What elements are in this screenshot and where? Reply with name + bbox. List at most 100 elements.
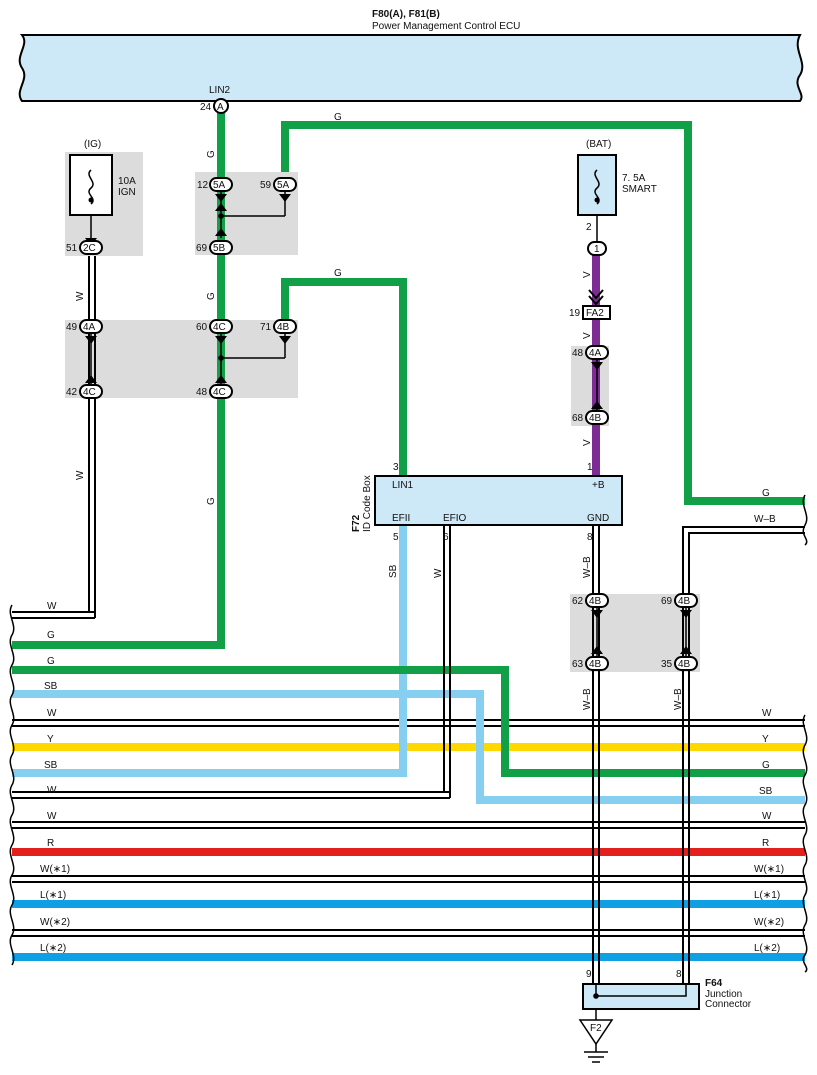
pin-label: 48 (572, 348, 584, 359)
pin-label: 19 (569, 308, 581, 319)
wire-label: W(∗1) (40, 864, 70, 875)
pin-efii-label: EFII (392, 513, 410, 524)
connector-63-4b: 4B 63 (572, 656, 609, 671)
pin-label: 63 (572, 659, 584, 670)
wire-label: V (582, 271, 593, 278)
wire-label: G (334, 112, 342, 123)
wire-label: W (75, 291, 86, 301)
wire-label: L(∗2) (40, 943, 66, 954)
lin2-conn: A (217, 102, 224, 113)
wire-label: V (582, 439, 593, 446)
conn-label: 4B (589, 659, 602, 670)
connector-35-4b: 4B 35 (661, 656, 698, 671)
wire-label: G (206, 292, 217, 300)
wire-label: R (762, 838, 769, 849)
conn-label: 5B (213, 243, 226, 254)
jc-code: F64 (705, 978, 723, 989)
wire-label: W–B (582, 688, 593, 710)
pin-label: 48 (196, 387, 208, 398)
right-break-edge (802, 494, 808, 973)
pin-gnd-label: GND (587, 513, 609, 524)
fuse-ig-tag: (IG) (84, 139, 101, 150)
wire-label: G (47, 630, 55, 641)
wire-label: W–B (673, 688, 684, 710)
wire-label: W (762, 708, 772, 719)
conn-label: 4B (678, 659, 691, 670)
fuse-bat-name: SMART (622, 184, 657, 195)
conn-label: 5A (277, 180, 290, 191)
connector-68-4b: 4B 68 (572, 410, 609, 425)
connector-49-4a: 4A 49 (66, 319, 103, 334)
connector-plug-1: 1 (587, 241, 607, 256)
lin2-pin: 24 (200, 102, 212, 113)
jc-pin-right: 8 (676, 969, 682, 980)
wire-label: W–B (754, 514, 776, 525)
harness-lines (12, 396, 805, 961)
junction-connector-bus (595, 984, 687, 997)
fuse-ig-name: IGN (118, 187, 136, 198)
wire-label: W (47, 785, 57, 796)
pin-lin1-number: 3 (393, 462, 399, 473)
wire-label: W (47, 601, 57, 612)
pin-label: 69 (661, 596, 673, 607)
left-break-edge (9, 604, 15, 966)
connector-51-2c: 2C 51 (66, 240, 103, 255)
ground-icon (584, 1044, 608, 1063)
connector-42-4c: 4C 42 (66, 384, 103, 399)
splice-dots (218, 213, 224, 361)
conn-label: 4A (589, 348, 602, 359)
wire-label: G (206, 150, 217, 158)
lin2-label: LIN2 (209, 85, 231, 96)
vertical-wires (88, 110, 805, 984)
ground-triangle (578, 1019, 614, 1046)
wire-label: W(∗2) (40, 917, 70, 928)
pin-b-number: 1 (587, 462, 593, 473)
fuse-ig-rating: 10A (118, 176, 136, 187)
connector-lin2: A 24 (200, 98, 229, 114)
wire-label: SB (759, 786, 773, 797)
junction-mid-region (65, 320, 298, 398)
pin-label: 71 (260, 322, 272, 333)
conn-label: FA2 (586, 308, 604, 319)
wire-label: G (47, 656, 55, 667)
id-code-box-name: ID Code Box (362, 475, 373, 532)
pin-b-label: +B (592, 480, 605, 491)
wire-label: R (47, 838, 54, 849)
conn-label: 4C (83, 387, 96, 398)
id-code-box (374, 475, 623, 526)
fuse-bat-tag: (BAT) (586, 139, 611, 150)
wire-label: W (762, 811, 772, 822)
pin-label: 35 (661, 659, 673, 670)
conn-label: 4A (83, 322, 96, 333)
fuse-bat-body (577, 154, 617, 216)
wire-label: L(∗1) (40, 890, 66, 901)
jc-pin-left: 9 (586, 969, 592, 980)
wire-label: SB (388, 564, 399, 578)
wire-label: W (47, 811, 57, 822)
pin-label: 62 (572, 596, 584, 607)
connector-59-5a: 5A 59 (260, 177, 297, 192)
conn-label: 2C (83, 243, 96, 254)
fuse-bat-pin: 2 (586, 222, 592, 233)
wire-label: W (47, 708, 57, 719)
junction-dot (593, 993, 599, 999)
connector-48-4a: 4A 48 (572, 345, 609, 360)
pin-efii-number: 5 (393, 532, 399, 543)
wire-label: W (75, 470, 86, 480)
wire-label: W (433, 568, 444, 578)
wire-label: W(∗1) (754, 864, 784, 875)
ecu-codes: F80(A), F81(B) (372, 9, 440, 20)
wire-label: SB (44, 760, 58, 771)
pin-label: 60 (196, 322, 208, 333)
connector-62-4b: 4B 62 (572, 593, 609, 608)
pin-gnd-number: 8 (587, 532, 593, 543)
wire-label: Y (47, 734, 54, 745)
conn-label: 1 (594, 244, 600, 255)
pin-label: 51 (66, 243, 78, 254)
conn-label: 4B (589, 413, 602, 424)
wire-label: G (334, 268, 342, 279)
ground-label: F2 (590, 1023, 602, 1034)
pin-label: 12 (197, 180, 209, 191)
jc-line2: Connector (705, 999, 752, 1010)
